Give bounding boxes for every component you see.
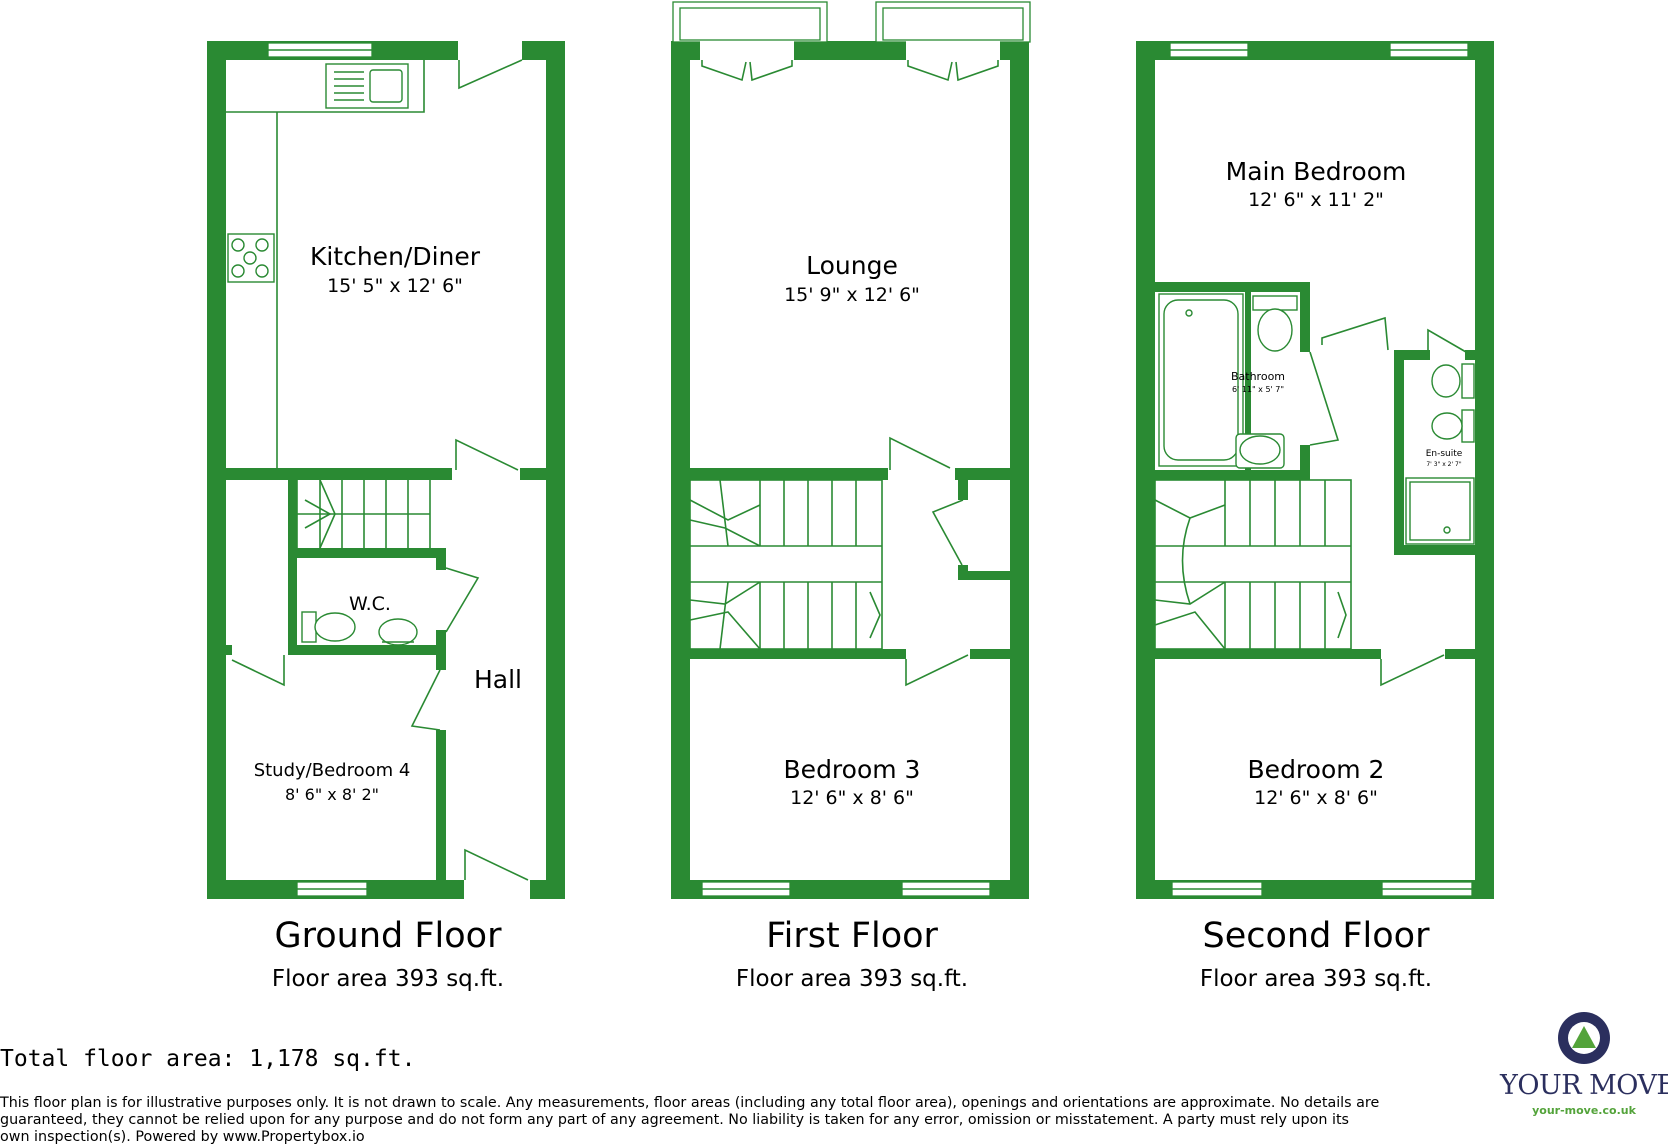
kitchen-size: 15' 5" x 12' 6"	[327, 275, 463, 297]
second-floor-area: Floor area 393 sq.ft.	[1199, 966, 1433, 992]
basin-icon	[1461, 409, 1475, 443]
study-label: Study/Bedroom 4	[254, 760, 411, 781]
logo-brand-name: YOUR MOVE	[1500, 1070, 1668, 1101]
bathroom-size: 6' 11" x 5' 7"	[1232, 385, 1284, 394]
total-floor-area: Total floor area: 1,178 sq.ft.	[0, 1046, 416, 1072]
kitchen-label: Kitchen/Diner	[310, 242, 481, 271]
toilet-icon	[301, 611, 317, 643]
location-pin-icon	[1558, 1012, 1610, 1064]
hall-label: Hall	[474, 665, 522, 694]
main-bedroom-label: Main Bedroom	[1226, 157, 1407, 186]
first-floor-area: Floor area 393 sq.ft.	[735, 966, 969, 992]
ground-floor-plan	[207, 41, 565, 899]
toilet-icon	[1252, 295, 1298, 311]
disclaimer-text: This floor plan is for illustrative purp…	[0, 1095, 1380, 1145]
first-floor-plan	[671, 1, 1031, 899]
bedroom3-label: Bedroom 3	[784, 755, 921, 784]
logo-url: your-move.co.uk	[1532, 1104, 1636, 1117]
first-floor-title: First Floor	[766, 916, 938, 956]
bedroom2-size: 12' 6" x 8' 6"	[1254, 787, 1378, 809]
wc-label: W.C.	[349, 593, 391, 615]
lounge-size: 15' 9" x 12' 6"	[784, 284, 920, 306]
bedroom2-label: Bedroom 2	[1248, 755, 1385, 784]
toilet-icon	[1461, 363, 1475, 399]
ground-floor-title: Ground Floor	[274, 916, 502, 956]
bedroom3-size: 12' 6" x 8' 6"	[790, 787, 914, 809]
staircase	[296, 479, 431, 549]
ensuite-size: 7' 3" x 2' 7"	[1426, 461, 1462, 468]
staircase	[689, 479, 883, 650]
main-bedroom-size: 12' 6" x 11' 2"	[1248, 189, 1384, 211]
ensuite-label: En-suite	[1426, 449, 1463, 459]
lounge-label: Lounge	[806, 251, 898, 280]
basin-icon	[378, 618, 418, 646]
ground-floor-area: Floor area 393 sq.ft.	[271, 966, 505, 992]
study-size: 8' 6" x 8' 2"	[285, 785, 379, 804]
staircase	[1154, 479, 1352, 650]
bathroom-label: Bathroom	[1231, 370, 1285, 383]
second-floor-title: Second Floor	[1202, 916, 1430, 956]
second-floor-plan	[1136, 41, 1494, 899]
your-move-logo: YOUR MOVE your-move.co.uk	[1500, 1008, 1668, 1118]
